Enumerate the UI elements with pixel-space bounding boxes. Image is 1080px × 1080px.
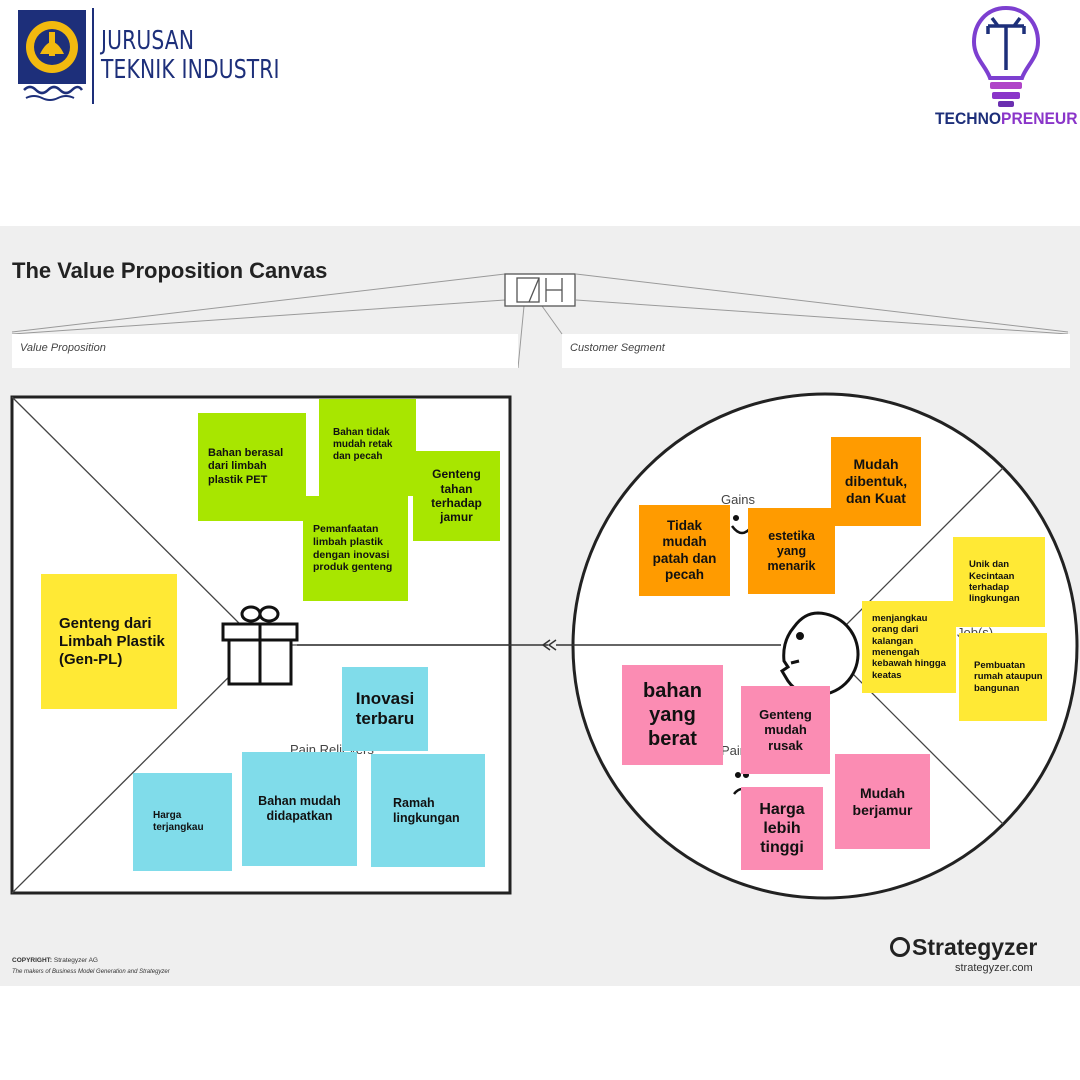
copyright-owner: Strategyzer AG: [53, 957, 98, 964]
program-name: TECHNOPRENEUR: [935, 109, 1078, 129]
gain-creator-note: Bahan tidak mudah retak dan pecah: [319, 399, 416, 496]
program-name-part-2: PRENEUR: [1001, 109, 1078, 128]
pain-note: Genteng mudah rusak: [741, 686, 830, 774]
job-note: menjangkau orang dari kalangan menengah …: [862, 601, 956, 693]
lightbulb-logo-icon: [971, 5, 1041, 107]
makers-line: The makers of Business Model Generation …: [12, 969, 170, 975]
gain-creator-note: Pemanfaatan limbah plastik dengan inovas…: [303, 496, 408, 601]
pain-note: Harga lebih tinggi: [741, 787, 823, 870]
university-crest-logo: [18, 10, 86, 101]
strategyzer-logo-icon: [890, 937, 910, 957]
department-line-2: TEKNIK INDUSTRI: [101, 55, 280, 85]
pain-note: Mudah berjamur: [835, 754, 930, 849]
product-note: Genteng dari Limbah Plastik (Gen-PL): [41, 574, 177, 709]
job-note: Unik dan Kecintaan terhadap lingkungan: [953, 537, 1045, 627]
strategyzer-brand: Strategyzer: [890, 934, 1037, 961]
pain-reliever-note: Bahan mudah didapatkan: [242, 752, 357, 866]
gain-creator-note: Genteng tahan terhadap jamur: [413, 451, 500, 541]
program-name-part-1: TECHNO: [935, 109, 1002, 128]
pain-reliever-note: Inovasi terbaru: [342, 667, 428, 751]
header-divider: [92, 8, 94, 104]
department-line-1: JURUSAN: [101, 26, 195, 56]
job-note: Pembuatan rumah ataupun bangunan: [959, 633, 1047, 721]
gift-icon: [221, 605, 299, 686]
copyright-label: COPYRIGHT:: [12, 957, 53, 964]
gains-label: Gains: [721, 492, 755, 507]
gain-note: estetika yang menarik: [748, 508, 835, 594]
gain-note: Mudah dibentuk, dan Kuat: [831, 437, 921, 526]
strategyzer-url[interactable]: strategyzer.com: [955, 962, 1033, 974]
pain-note: bahan yang berat: [622, 665, 723, 765]
gain-note: Tidak mudah patah dan pecah: [639, 505, 730, 596]
customer-segment-label: Customer Segment: [562, 334, 1070, 368]
gain-creator-note: Bahan berasal dari limbah plastik PET: [198, 413, 306, 521]
fit-arrow: [297, 639, 781, 651]
pain-reliever-note: Harga terjangkau: [133, 773, 232, 871]
strategyzer-brand-text: Strategyzer: [912, 934, 1038, 960]
canvas-title: The Value Proposition Canvas: [12, 258, 328, 283]
pain-reliever-note: Ramah lingkungan: [371, 754, 485, 867]
value-proposition-label: Value Proposition: [12, 334, 518, 368]
copyright-line: COPYRIGHT: Strategyzer AG: [12, 957, 98, 964]
customer-face-icon: [779, 611, 860, 697]
